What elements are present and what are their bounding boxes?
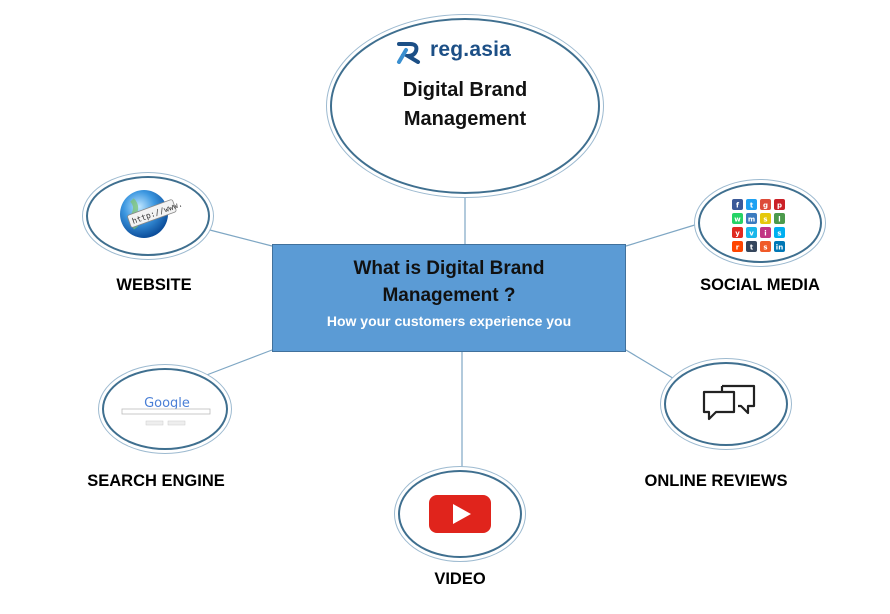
social-media-label: SOCIAL MEDIA bbox=[700, 276, 820, 294]
google-logo-text: Google bbox=[144, 396, 190, 411]
logo-text: reg.asia bbox=[430, 38, 511, 61]
social-icon bbox=[760, 199, 771, 210]
social-icon-glyph: i bbox=[764, 230, 766, 238]
social-icon-glyph: y bbox=[735, 230, 740, 238]
center-title-text: What is Digital Brand Management ? bbox=[353, 258, 545, 306]
social-icon bbox=[760, 213, 771, 224]
search-engine-label: SEARCH ENGINE bbox=[87, 472, 225, 490]
video-node bbox=[398, 470, 522, 558]
reg-asia-logo: reg.asia bbox=[396, 38, 526, 64]
social-icon bbox=[774, 227, 785, 238]
social-icon bbox=[760, 227, 771, 238]
social-icon-glyph: p bbox=[777, 202, 782, 210]
social-icon-glyph: s bbox=[777, 230, 781, 238]
speech-bubbles-icon bbox=[702, 384, 756, 421]
social-icon bbox=[746, 241, 757, 252]
website-node: http://www. bbox=[86, 176, 210, 256]
social-icon-glyph: r bbox=[736, 244, 740, 252]
social-icon-glyph: m bbox=[748, 216, 755, 224]
google-logo: Google bbox=[144, 396, 190, 411]
social-icon bbox=[774, 213, 785, 224]
social-icon-glyph: g bbox=[763, 202, 768, 210]
youtube-play-icon bbox=[429, 495, 491, 533]
center-title: What is Digital Brand Management ? bbox=[273, 255, 625, 309]
top-node-title-text: Digital Brand Management bbox=[402, 79, 528, 130]
social-icon-glyph: t bbox=[750, 244, 754, 252]
social-icon-glyph: t bbox=[750, 202, 754, 210]
online-reviews-node bbox=[664, 362, 788, 446]
brand-title-node: reg.asia Digital Brand Management bbox=[330, 18, 600, 194]
social-icon bbox=[774, 199, 785, 210]
video-label: VIDEO bbox=[434, 570, 486, 588]
social-icon bbox=[746, 199, 757, 210]
social-icon bbox=[732, 199, 743, 210]
social-icon-glyph: v bbox=[749, 230, 754, 238]
social-icon bbox=[774, 241, 785, 252]
social-icon bbox=[746, 227, 757, 238]
social-icon bbox=[732, 241, 743, 252]
social-icon-glyph: s bbox=[763, 244, 767, 252]
social-icon-glyph: w bbox=[734, 216, 741, 224]
social-icon-glyph: s bbox=[763, 216, 767, 224]
social-icon bbox=[732, 227, 743, 238]
social-icon-glyph: f bbox=[736, 202, 740, 210]
reg-asia-logo-icon bbox=[397, 42, 420, 64]
social-icon-glyph: l bbox=[778, 216, 780, 224]
search-engine-node: Google bbox=[102, 368, 228, 450]
search-box-icon bbox=[121, 408, 211, 426]
social-icon bbox=[746, 213, 757, 224]
website-label: WEBSITE bbox=[116, 276, 192, 294]
globe-icon: http://www. bbox=[120, 190, 184, 238]
center-concept-box: What is Digital Brand Management ? How y… bbox=[272, 244, 626, 352]
social-icon bbox=[760, 241, 771, 252]
online-reviews-label: ONLINE REVIEWS bbox=[644, 472, 788, 490]
center-subtitle: How your customers experience you bbox=[326, 313, 572, 329]
top-node-title: Digital Brand Management bbox=[332, 76, 598, 134]
social-icon-glyph: in bbox=[776, 244, 783, 252]
social-icon bbox=[732, 213, 743, 224]
